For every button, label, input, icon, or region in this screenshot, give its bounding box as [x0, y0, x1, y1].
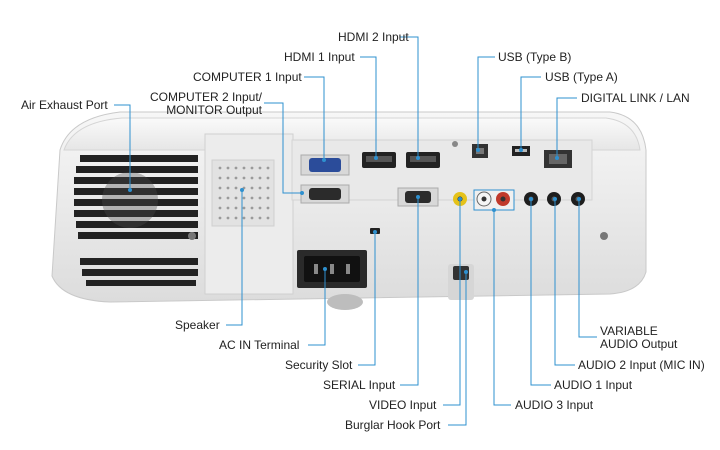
screw	[600, 232, 608, 240]
label-computer1: COMPUTER 1 Input	[193, 70, 302, 84]
screw	[452, 141, 458, 147]
label-security-slot: Security Slot	[285, 358, 353, 372]
label-variable-line1: VARIABLE	[600, 324, 658, 338]
label-variable-line2: AUDIO Output	[600, 337, 678, 351]
screw	[188, 232, 196, 240]
label-usb-a: USB (Type A)	[545, 70, 618, 84]
label-speaker: Speaker	[175, 318, 220, 332]
speaker-grille	[204, 133, 294, 295]
label-computer2: COMPUTER 2 Input/ MONITOR Output	[144, 91, 262, 117]
air-exhaust-vents	[74, 155, 198, 286]
label-computer2-line1: COMPUTER 2 Input/	[149, 90, 262, 104]
leader-lines	[114, 36, 597, 426]
label-audio2: AUDIO 2 Input (MIC IN)	[578, 358, 705, 372]
ac-in-terminal	[297, 250, 367, 288]
label-variable-audio: VARIABLE AUDIO Output	[600, 325, 677, 351]
label-video: VIDEO Input	[369, 398, 437, 412]
label-ac-in: AC IN Terminal	[219, 338, 300, 352]
label-hdmi2: HDMI 2 Input	[338, 30, 409, 44]
label-audio3: AUDIO 3 Input	[515, 398, 594, 412]
label-audio1: AUDIO 1 Input	[554, 378, 633, 392]
label-serial: SERIAL Input	[323, 378, 396, 392]
label-air-exhaust: Air Exhaust Port	[21, 98, 108, 112]
foot	[327, 294, 363, 310]
connector-panel	[291, 139, 593, 211]
label-usb-b: USB (Type B)	[498, 50, 572, 64]
burglar-hook-port	[448, 264, 474, 300]
label-digital-link: DIGITAL LINK / LAN	[581, 91, 690, 105]
label-burglar-hook: Burglar Hook Port	[345, 418, 441, 432]
label-hdmi1: HDMI 1 Input	[284, 50, 355, 64]
label-computer2-line2: MONITOR Output	[166, 103, 262, 117]
